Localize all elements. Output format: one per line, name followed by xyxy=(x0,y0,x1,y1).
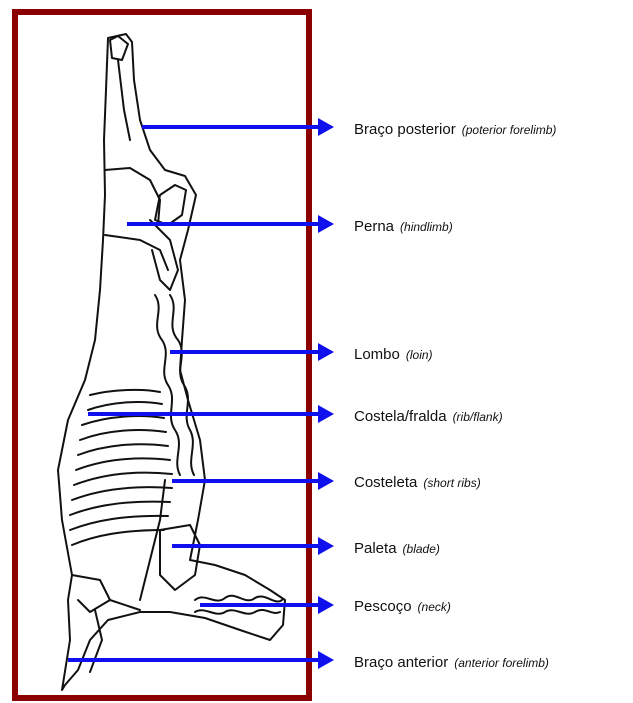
label-pt: Perna xyxy=(354,218,394,235)
label-pt: Braço anterior xyxy=(354,654,448,671)
label-en: (neck) xyxy=(418,600,451,614)
label-lombo: Lombo (loin) xyxy=(354,346,433,364)
arrow-braco-posterior xyxy=(142,118,334,136)
label-costeleta: Costeleta (short ribs) xyxy=(354,474,481,492)
label-perna: Perna (hindlimb) xyxy=(354,218,453,236)
label-en: (anterior forelimb) xyxy=(454,656,549,670)
label-en: (short ribs) xyxy=(423,476,480,490)
label-en: (poterior forelimb) xyxy=(462,123,557,137)
carcass-outline xyxy=(58,34,285,690)
arrows xyxy=(68,118,334,669)
label-en: (blade) xyxy=(403,542,440,556)
label-paleta: Paleta (blade) xyxy=(354,540,440,558)
label-braco-posterior: Braço posterior (poterior forelimb) xyxy=(354,121,556,139)
label-pt: Costeleta xyxy=(354,474,417,491)
label-pescoco: Pescoço (neck) xyxy=(354,598,451,616)
label-pt: Lombo xyxy=(354,346,400,363)
label-pt: Paleta xyxy=(354,540,397,557)
arrow-costela-fralda xyxy=(88,405,334,423)
arrow-lombo xyxy=(170,343,334,361)
label-braco-anterior: Braço anterior (anterior forelimb) xyxy=(354,654,549,672)
arrow-costeleta xyxy=(172,472,334,490)
label-en: (hindlimb) xyxy=(400,220,453,234)
label-pt: Costela/fralda xyxy=(354,408,447,425)
label-en: (loin) xyxy=(406,348,433,362)
label-pt: Braço posterior xyxy=(354,121,456,138)
label-pt: Pescoço xyxy=(354,598,412,615)
arrow-braco-anterior xyxy=(68,651,334,669)
label-en: (rib/flank) xyxy=(453,410,503,424)
label-costela-fralda: Costela/fralda (rib/flank) xyxy=(354,408,503,426)
